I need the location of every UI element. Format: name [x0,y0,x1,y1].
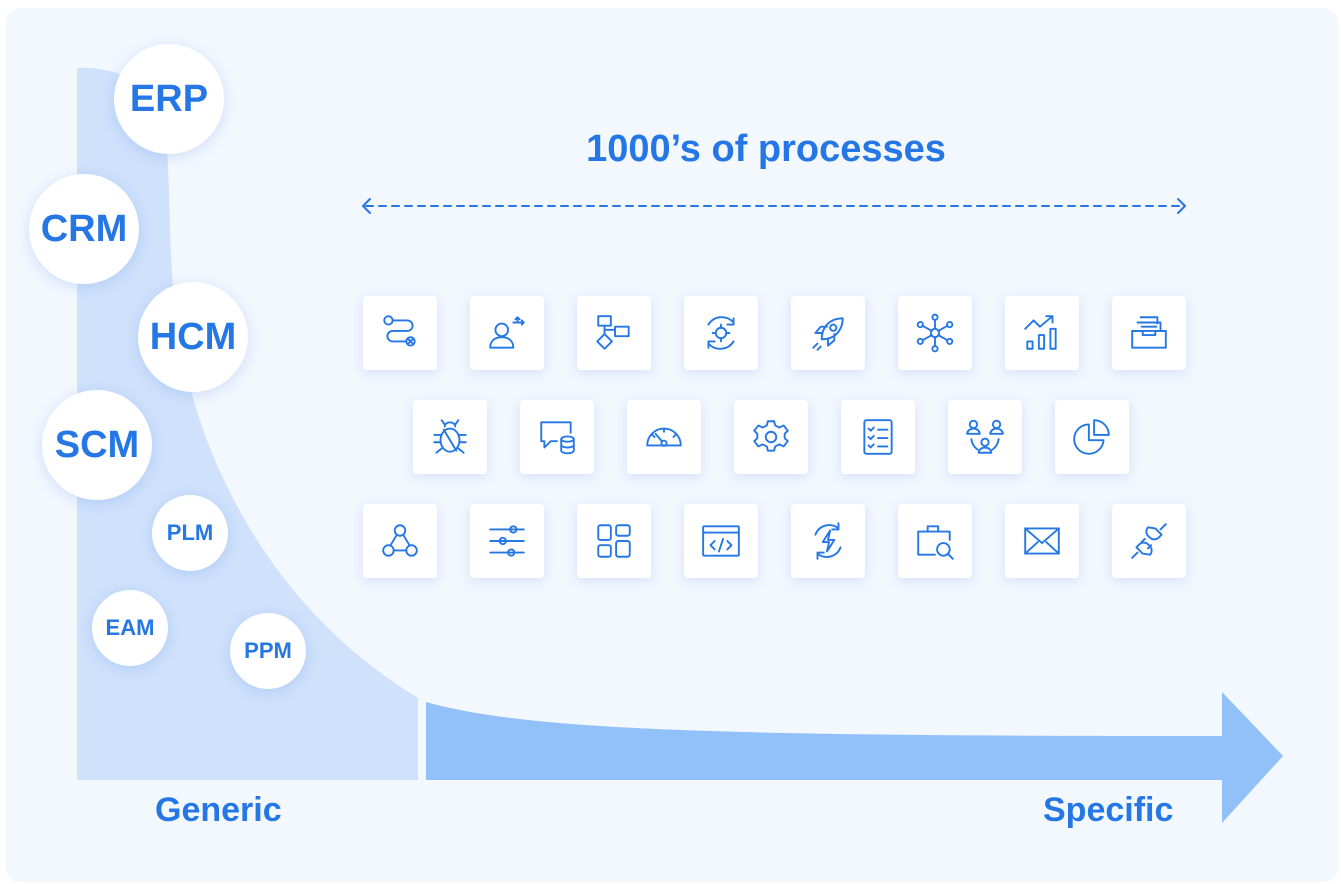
inbox-tray-icon [1131,316,1167,349]
bubble-label: HCM [149,315,237,358]
process-tile [1005,504,1079,578]
bubble-label: PPM [244,638,292,663]
specific-label: Specific [1043,791,1174,829]
bubble-crm: CRM [29,174,139,284]
process-tile [627,400,701,474]
gear-icon [753,420,789,452]
process-tile [898,504,972,578]
process-tile [898,296,972,370]
power-cycle-icon [814,522,842,560]
flowchart-icon [596,315,630,350]
connected-nodes-icon [382,524,418,557]
process-tile [1112,504,1186,578]
process-tile [413,400,487,474]
process-tile [577,504,651,578]
bubble-label: ERP [129,77,209,120]
dashboard-grid-icon [597,524,631,558]
growth-chart-icon [1024,315,1057,350]
process-tile [1005,296,1079,370]
plug-icon [1131,523,1167,559]
range-arrow [362,198,1186,214]
specific-arrow [426,692,1283,823]
network-hub-icon [916,313,954,353]
process-tile [684,504,758,578]
diagram-canvas: ERP CRM HCM SCM PLM EAM PPM 1000’s of pr… [6,8,1338,882]
process-tile [1112,296,1186,370]
bubble-label: EAM [105,615,155,640]
process-tile [791,504,865,578]
checklist-icon [863,419,893,455]
bubble-label: SCM [54,423,140,466]
bubble-erp: ERP [114,44,224,154]
bubble-ppm: PPM [230,613,306,689]
process-tile [948,400,1022,474]
cycle-gear-icon [707,316,735,350]
pie-chart-icon [1073,419,1110,455]
generic-curve-area [77,67,418,780]
process-tile [470,504,544,578]
team-icon [966,419,1004,454]
chat-database-icon [540,421,575,455]
process-tile [363,296,437,370]
generic-label: Generic [155,791,282,829]
bug-icon [433,419,467,454]
bubble-hcm: HCM [138,282,248,392]
bubble-scm: SCM [42,390,152,500]
process-tile [841,400,915,474]
process-tile [791,296,865,370]
process-tile [734,400,808,474]
code-window-icon [702,525,740,557]
diagram-title: 1000’s of processes [586,128,946,170]
bubble-eam: EAM [92,590,168,666]
user-branch-icon [489,316,525,349]
bubble-label: PLM [166,520,214,545]
route-icon [383,315,416,347]
sliders-icon [489,525,525,557]
rocket-icon [812,317,844,351]
envelope-icon [1024,527,1060,555]
process-tile [363,504,437,578]
process-tile [1055,400,1129,474]
speedometer-icon [646,427,682,447]
bubble-label: CRM [40,207,128,250]
bubble-plm: PLM [152,495,228,571]
briefcase-search-icon [917,525,954,560]
process-tile [577,296,651,370]
long-tail-graphic [77,67,1283,823]
process-tile [470,296,544,370]
process-tile [520,400,594,474]
process-tile [684,296,758,370]
